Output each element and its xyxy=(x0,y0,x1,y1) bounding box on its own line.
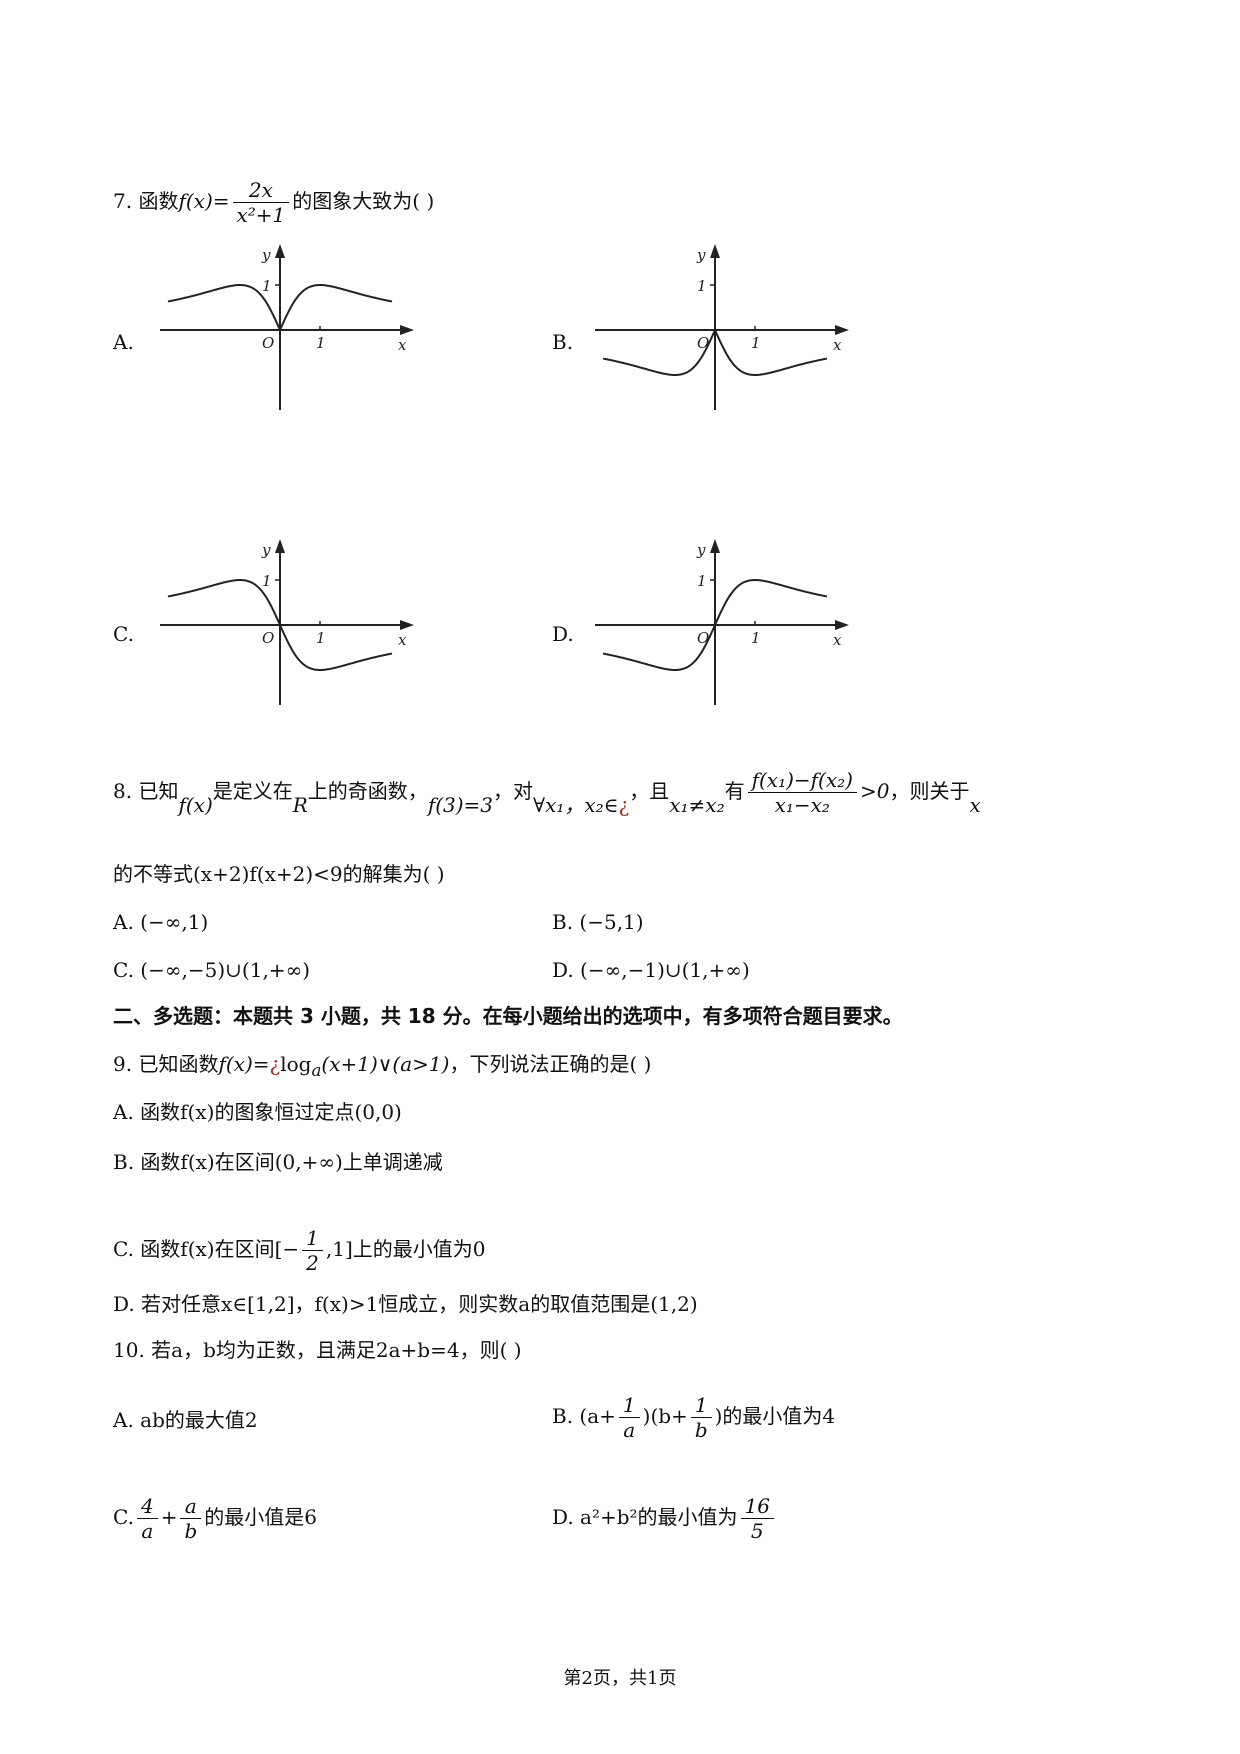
q7-option-d-label[interactable]: D. xyxy=(552,622,574,646)
q8-stem-line2: 的不等式(x+2)f(x+2)<9的解集为( ) xyxy=(113,862,445,886)
x-tick-label: 1 xyxy=(751,629,761,647)
function-curve xyxy=(602,327,828,376)
q7-option-c-label[interactable]: C. xyxy=(113,622,134,646)
x-axis-arrow xyxy=(400,620,414,630)
y-axis-arrow xyxy=(710,539,720,553)
origin-label: O xyxy=(262,629,274,647)
x-axis-arrow xyxy=(835,325,849,335)
q9-option-d[interactable]: D. 若对任意x∈[1,2]，f(x)>1恒成立，则实数a的取值范围是(1,2) xyxy=(113,1292,698,1316)
origin-label: O xyxy=(697,629,709,647)
q9-option-b[interactable]: B. 函数f(x)在区间(0,+∞)上单调递减 xyxy=(113,1150,443,1174)
function-curve xyxy=(602,579,828,671)
x-tick-label: 1 xyxy=(751,334,761,352)
x-axis-arrow xyxy=(835,620,849,630)
q10-stem: 10. 若a，b均为正数，且满足2a+b=4，则( ) xyxy=(113,1338,522,1362)
q8-stem-line1: 8. 已知f(x)是定义在R上的奇函数，f(3)=3，对∀x₁，x₂∈¿，且x₁… xyxy=(113,768,981,817)
q8-fraction: f(x₁)−f(x₂)x₁−x₂ xyxy=(747,768,857,817)
origin-label: O xyxy=(697,334,709,352)
y-tick-label: 1 xyxy=(262,572,272,590)
y-axis-arrow xyxy=(275,244,285,258)
q9-stem: 9. 已知函数f(x)=¿loga(x+1)∨(a>1)，下列说法正确的是( ) xyxy=(113,1052,652,1080)
section-2-heading: 二、多选题：本题共 3 小题，共 18 分。在每小题给出的选项中，有多项符合题目… xyxy=(113,1004,903,1028)
y-axis-arrow xyxy=(275,539,285,553)
q7-option-a-label[interactable]: A. xyxy=(113,330,134,354)
q8-option-d[interactable]: D. (−∞,−1)∪(1,+∞) xyxy=(552,958,750,982)
y-tick-label: 1 xyxy=(697,277,707,295)
x-axis-arrow xyxy=(400,325,414,335)
x-axis-label: x xyxy=(833,631,842,649)
page-footer: 第2页，共1页 xyxy=(563,1668,677,1689)
origin-label: O xyxy=(262,334,274,352)
y-axis-label: y xyxy=(261,541,271,559)
x-axis-label: x xyxy=(398,631,407,649)
y-axis-label: y xyxy=(261,246,271,264)
y-axis-label: y xyxy=(696,246,706,264)
x-tick-label: 1 xyxy=(316,629,326,647)
x-axis-label: x xyxy=(398,336,407,354)
x-axis-label: x xyxy=(833,336,842,354)
q8-option-c[interactable]: C. (−∞,−5)∪(1,+∞) xyxy=(113,958,311,982)
y-tick-label: 1 xyxy=(697,572,707,590)
x-tick-label: 1 xyxy=(316,334,326,352)
q10-option-a[interactable]: A. ab的最大值2 xyxy=(113,1408,258,1432)
q9-option-a[interactable]: A. 函数f(x)的图象恒过定点(0,0) xyxy=(113,1100,402,1124)
q7-option-b-label[interactable]: B. xyxy=(552,330,574,354)
function-curve xyxy=(167,284,393,333)
y-axis-label: y xyxy=(696,541,706,559)
q8-option-a[interactable]: A. (−∞,1) xyxy=(113,910,209,934)
q8-option-b[interactable]: B. (−5,1) xyxy=(552,910,644,934)
y-axis-arrow xyxy=(710,244,720,258)
function-curve xyxy=(167,579,393,671)
y-tick-label: 1 xyxy=(262,277,272,295)
